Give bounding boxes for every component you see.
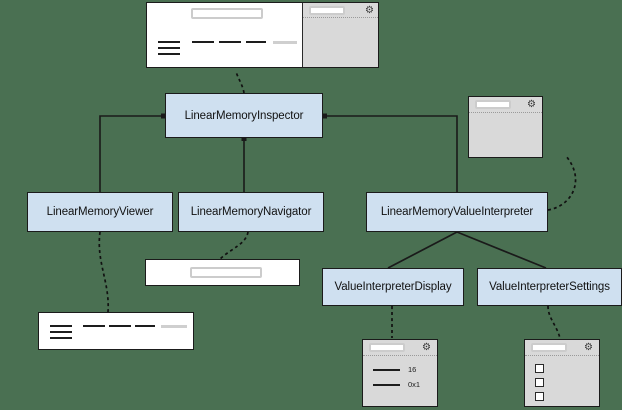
memory-row-line — [50, 325, 72, 327]
toolbar-field — [369, 343, 405, 352]
gear-icon: ⚙ — [584, 342, 593, 353]
value-row-text: 16 — [408, 365, 417, 374]
address-field — [191, 8, 263, 19]
link-viewer-mock — [98, 231, 110, 313]
value-row-line — [373, 384, 400, 386]
node-linear-memory-value-interpreter[interactable]: LinearMemoryValueInterpreter — [366, 192, 548, 232]
link-inspector-mock — [235, 71, 245, 94]
link-settings-mock — [547, 305, 561, 339]
viewer-mockup — [38, 312, 194, 350]
node-linear-memory-navigator[interactable]: LinearMemoryNavigator — [178, 192, 324, 232]
memory-byte-group — [135, 325, 155, 327]
inspector-mockup-right-pane: ⚙ — [303, 3, 378, 67]
navigator-mockup-body — [146, 260, 299, 285]
navigator-mockup — [145, 259, 300, 286]
node-linear-memory-viewer[interactable]: LinearMemoryViewer — [27, 192, 173, 232]
edge-interpreter-display — [387, 231, 458, 269]
memory-ascii-group — [273, 41, 297, 44]
node-value-interpreter-display[interactable]: ValueInterpreterDisplay — [322, 268, 464, 306]
toolbar-field — [309, 6, 345, 15]
mockup-titlebar: ⚙ — [525, 340, 599, 356]
gear-icon: ⚙ — [422, 342, 431, 353]
node-label: ValueInterpreterSettings — [489, 281, 610, 293]
memory-byte-group — [246, 41, 266, 43]
memory-byte-group — [219, 41, 241, 43]
node-label: ValueInterpreterDisplay — [334, 281, 452, 293]
mockup-titlebar: ⚙ — [303, 3, 378, 18]
memory-byte-group — [83, 325, 105, 327]
memory-row-line — [50, 337, 72, 339]
memory-row-line — [158, 47, 180, 49]
viewer-mockup-body — [39, 313, 193, 349]
node-linear-memory-inspector[interactable]: LinearMemoryInspector — [165, 93, 323, 138]
display-mockup-body: 16 0x1 — [363, 356, 437, 406]
gear-icon: ⚙ — [365, 5, 374, 16]
interpreter-mockup: ⚙ — [468, 96, 543, 158]
inspector-mockup-left-pane — [147, 3, 303, 67]
node-value-interpreter-settings[interactable]: ValueInterpreterSettings — [477, 268, 622, 306]
settings-mockup-body — [525, 356, 599, 406]
mockup-titlebar: ⚙ — [363, 340, 437, 356]
settings-checkbox — [535, 364, 544, 373]
link-interpreter-mock — [547, 155, 577, 211]
memory-row-line — [158, 41, 180, 43]
link-navigator-mock — [219, 231, 249, 260]
value-row-line — [373, 369, 400, 371]
node-label: LinearMemoryValueInterpreter — [380, 206, 534, 218]
memory-byte-group — [192, 41, 214, 43]
value-row-text: 0x1 — [408, 380, 421, 389]
mockup-titlebar: ⚙ — [469, 97, 542, 113]
address-field — [190, 267, 262, 278]
edge-inspector-interpreter — [323, 115, 458, 192]
node-label: LinearMemoryNavigator — [190, 206, 312, 218]
toolbar-field — [531, 343, 567, 352]
memory-byte-group — [109, 325, 131, 327]
memory-ascii-group — [161, 325, 187, 328]
node-label: LinearMemoryViewer — [46, 206, 154, 218]
edge-inspector-viewer — [99, 115, 165, 192]
display-mockup: ⚙ 16 0x1 — [362, 339, 438, 407]
settings-mockup: ⚙ — [524, 339, 600, 407]
node-label: LinearMemoryInspector — [184, 109, 304, 122]
memory-row-line — [158, 53, 180, 55]
toolbar-field — [475, 100, 511, 109]
settings-checkbox — [535, 378, 544, 387]
memory-row-line — [50, 331, 72, 333]
gear-icon: ⚙ — [527, 99, 536, 110]
inspector-mockup: ⚙ — [146, 2, 379, 68]
settings-checkbox — [535, 392, 544, 401]
edge-interpreter-settings — [456, 231, 547, 269]
